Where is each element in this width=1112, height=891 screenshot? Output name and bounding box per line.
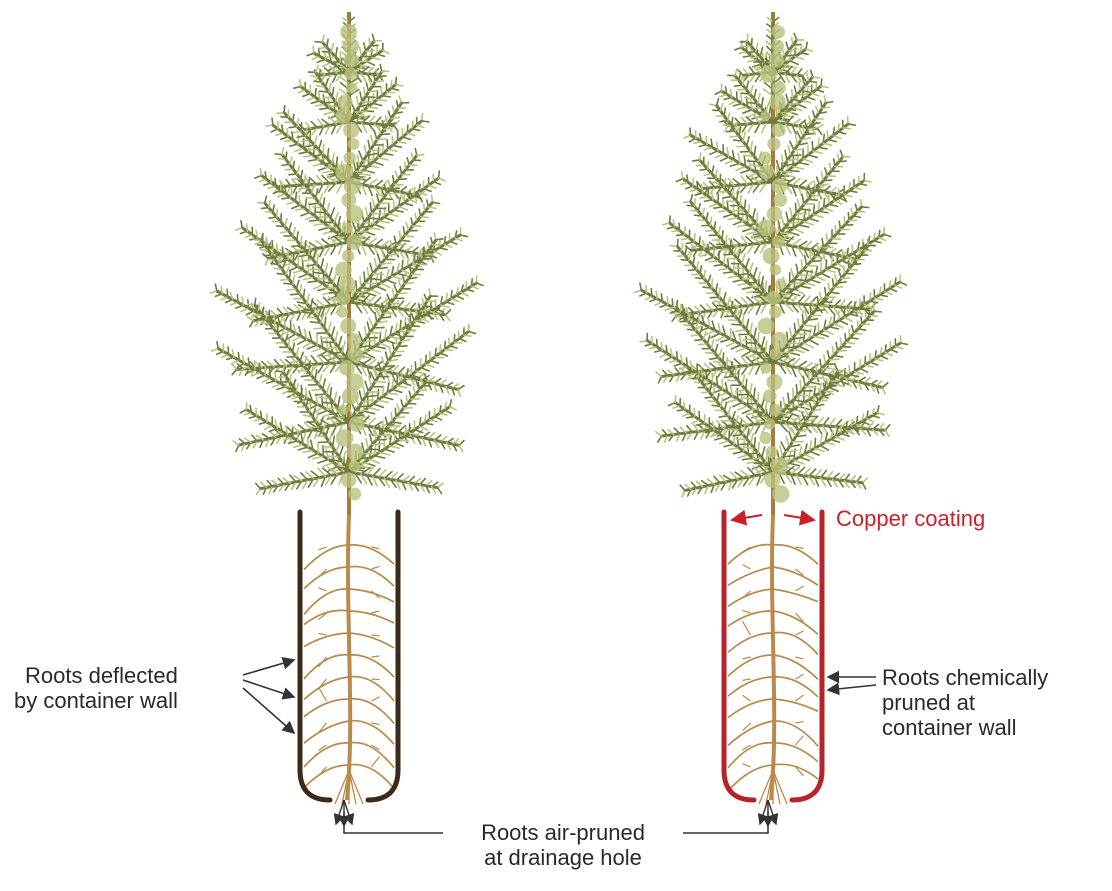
deflected-label: Roots deflected by container wall: [14, 663, 178, 713]
air-pruned-leader-left: [344, 812, 443, 833]
deflected-label-line-2: by container wall: [14, 688, 178, 713]
air-pruned-label: Roots air-pruned at drainage hole: [445, 820, 681, 870]
roots-left: [304, 515, 394, 804]
air-pruned-line-1: Roots air-pruned: [445, 820, 681, 845]
copper-arrow-right: [784, 515, 814, 520]
copper-coating-label: Copper coating: [836, 506, 985, 531]
chemically-pruned-line-1: Roots chemically: [882, 665, 1048, 690]
chemically-pruned-label: Roots chemically pruned at container wal…: [882, 665, 1048, 740]
copper-arrow-left: [732, 515, 762, 520]
air-pruned-line-2: at drainage hole: [445, 845, 681, 870]
deflected-leader-1: [243, 660, 294, 675]
spruce-seedling-left: [210, 12, 483, 515]
roots-right: [728, 515, 818, 804]
air-pruned-leader-right: [683, 812, 768, 833]
spruce-seedling-right: [635, 12, 908, 515]
chemically-pruned-line-3: container wall: [882, 715, 1048, 740]
chemical-leader-2: [828, 685, 876, 690]
deflected-label-line-1: Roots deflected: [14, 663, 178, 688]
chemically-pruned-line-2: pruned at: [882, 690, 1048, 715]
